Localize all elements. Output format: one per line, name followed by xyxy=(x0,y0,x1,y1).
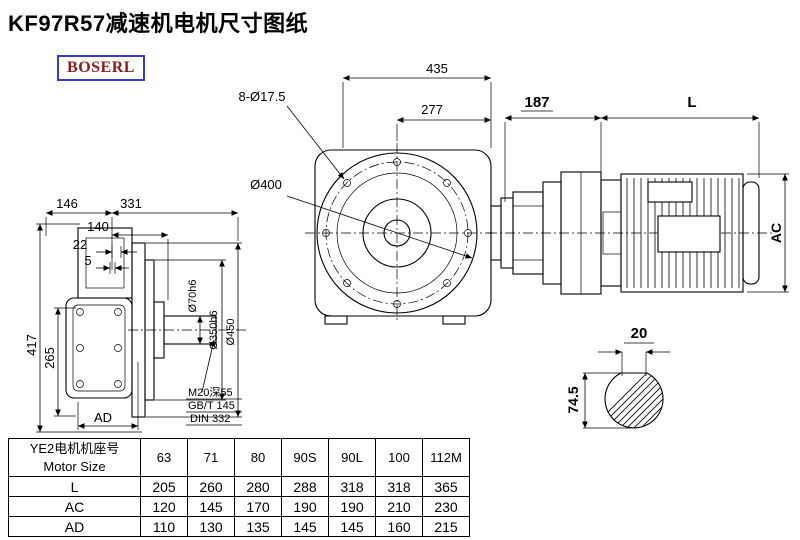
page-title: KF97R57减速机电机尺寸图纸 xyxy=(8,11,309,36)
front-view: 435 277 8-Ø17.5 Ø400 xyxy=(239,61,493,325)
table-header-line1: YE2电机机座号 xyxy=(29,440,120,456)
table-header-line2: Motor Size xyxy=(43,458,106,474)
table-cell: 288 xyxy=(281,476,329,497)
table-cell: 145 xyxy=(187,496,235,517)
side-view: 146 331 140 22 5 417 265 AD Ø70h6 xyxy=(24,196,246,433)
table-row-AC: AC 120 145 170 190 190 210 230 xyxy=(8,496,470,517)
motor-size-table: YE2电机机座号 Motor Size 63 71 80 90S 90L 100… xyxy=(8,438,470,537)
col-header-100: 100 xyxy=(375,438,423,477)
table-header-row: YE2电机机座号 Motor Size 63 71 80 90S 90L 100… xyxy=(8,438,470,477)
col-header-90s: 90S xyxy=(281,438,329,477)
dim-140-label: 140 xyxy=(87,219,109,234)
table-cell: 365 xyxy=(422,476,470,497)
col-header-63: 63 xyxy=(140,438,188,477)
dim-L-label: L xyxy=(687,94,696,111)
table-row-L: L 205 260 280 288 318 318 365 xyxy=(8,476,470,497)
dim-331-label: 331 xyxy=(120,196,142,211)
col-header-112m: 112M xyxy=(422,438,470,477)
dim-20-label: 20 xyxy=(631,325,648,342)
note-std2-label: DIN 332 xyxy=(190,413,230,425)
dim-flange-label: Ø450 xyxy=(225,319,237,346)
dim-277-label: 277 xyxy=(421,102,443,117)
table-cell: 215 xyxy=(422,516,470,537)
table-cell: 280 xyxy=(234,476,282,497)
dim-265-label: 265 xyxy=(42,347,57,369)
col-header-90l: 90L xyxy=(328,438,376,477)
table-row-AD: AD 110 130 135 145 145 160 215 xyxy=(8,516,470,537)
table-cell: 145 xyxy=(328,516,376,537)
dim-22-label: 22 xyxy=(73,237,87,252)
table-cell: 160 xyxy=(375,516,423,537)
dim-74-5-label: 74.5 xyxy=(565,386,581,413)
dim-187-label: 187 xyxy=(524,94,549,111)
dim-AC-label: AC xyxy=(768,223,784,243)
note-tap-label: M20深55 xyxy=(188,386,233,399)
table-cell: 190 xyxy=(281,496,329,517)
note-std1-label: GB/T 145 xyxy=(188,400,235,412)
dim-shaft-label: Ø70h6 xyxy=(187,279,199,312)
dim-146-label: 146 xyxy=(56,196,78,211)
dim-435-label: 435 xyxy=(426,61,448,76)
table-cell: 145 xyxy=(281,516,329,537)
brand-logo-text: BOSERL xyxy=(67,59,135,76)
table-cell: 120 xyxy=(140,496,188,517)
table-cell: 230 xyxy=(422,496,470,517)
table-cell: 318 xyxy=(328,476,376,497)
table-cell: 318 xyxy=(375,476,423,497)
dim-spigot-label: Ø350h6 xyxy=(208,310,220,349)
table-cell: 190 xyxy=(328,496,376,517)
table-cell: 205 xyxy=(140,476,188,497)
col-header-71: 71 xyxy=(187,438,235,477)
dim-5-label: 5 xyxy=(84,253,91,268)
dim-ad-label: AD xyxy=(94,410,112,425)
row-label-AD: AD xyxy=(8,516,141,537)
table-cell: 260 xyxy=(187,476,235,497)
dim-boltholes-label: 8-Ø17.5 xyxy=(239,89,286,104)
dim-flangedia-label: Ø400 xyxy=(250,177,282,192)
motor-view: 187 L AC xyxy=(487,94,789,295)
table-header-cell: YE2电机机座号 Motor Size xyxy=(8,438,141,477)
dim-417-label: 417 xyxy=(24,334,39,356)
brand-logo: BOSERL xyxy=(57,55,145,81)
table-cell: 135 xyxy=(234,516,282,537)
shaft-section-view: 20 74.5 xyxy=(565,325,670,429)
table-cell: 170 xyxy=(234,496,282,517)
row-label-L: L xyxy=(8,476,141,497)
table-cell: 210 xyxy=(375,496,423,517)
col-header-80: 80 xyxy=(234,438,282,477)
row-label-AC: AC xyxy=(8,496,141,517)
table-cell: 130 xyxy=(187,516,235,537)
table-cell: 110 xyxy=(140,516,188,537)
